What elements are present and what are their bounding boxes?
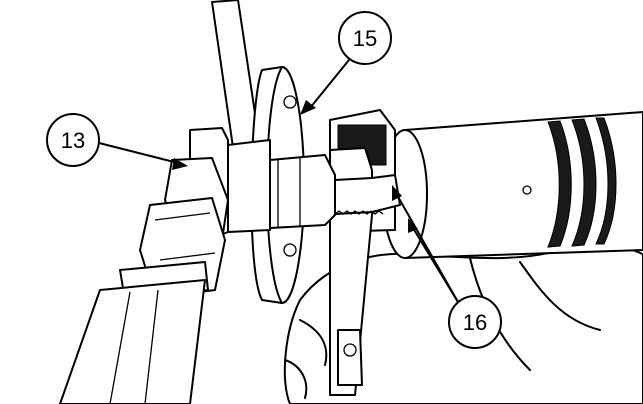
- callout-15-label: 15: [353, 26, 377, 51]
- callout-13-label: 13: [61, 128, 85, 153]
- callout-13: 13: [46, 113, 188, 170]
- callout-16-label: 16: [463, 310, 487, 335]
- callout-15: 15: [300, 11, 392, 115]
- callout-16: 16: [392, 185, 502, 349]
- grease-gun-barrel: [382, 111, 643, 259]
- hose-assembly: [59, 127, 229, 404]
